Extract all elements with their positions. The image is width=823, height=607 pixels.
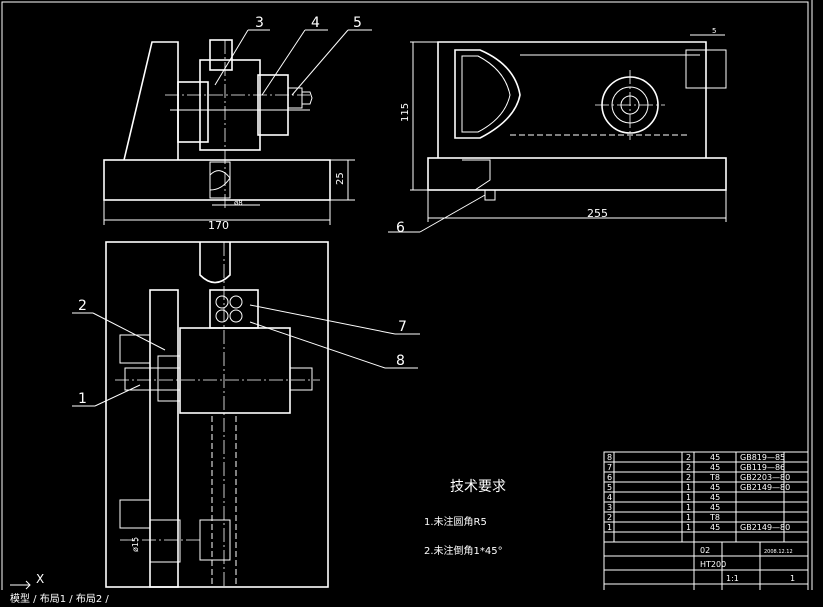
bom-r3-qty: 2: [686, 473, 691, 482]
bom-r7-no: 2: [607, 513, 612, 522]
callout-4: 4: [311, 15, 320, 31]
front-view: 25 170 ø8: [103, 39, 355, 232]
bom-r1-mat: 45: [710, 453, 720, 462]
bom-r4-mat: 45: [710, 483, 720, 492]
tb-scale: 1:1: [726, 574, 739, 583]
side-view: 5 115 255 6: [388, 27, 727, 236]
bom-r7-qty: 1: [686, 513, 691, 522]
tech-requirements: 技术要求 1.未注圆角R5 2.未注倒角1*45°: [424, 479, 506, 557]
layout-tabs-text[interactable]: 模型 / 布局1 / 布局2 /: [10, 594, 109, 605]
bom-r2-mat: 45: [710, 463, 720, 472]
tech-title: 技术要求: [450, 479, 506, 495]
bom-r2-qty: 2: [686, 463, 691, 472]
dim-phi15: ø15: [131, 537, 140, 552]
bom-r8-mat: 45: [710, 523, 720, 532]
bom-r4-qty: 1: [686, 483, 691, 492]
callout-2: 2: [78, 298, 87, 314]
bom-r4-std: GB2149—80: [740, 483, 790, 492]
bom-r8-std: GB2149—80: [740, 523, 790, 532]
bom-r1-no: 8: [607, 453, 612, 462]
bom-r1-std: GB819—85: [740, 453, 785, 462]
dim-25: 25: [335, 172, 346, 185]
dim-255: 255: [587, 207, 608, 220]
tb-quantity: 02: [700, 546, 710, 555]
dim-phi8: ø8: [234, 199, 243, 207]
bom-r5-no: 4: [607, 493, 612, 502]
callout-1: 1: [78, 391, 87, 407]
dim-170: 170: [208, 219, 229, 232]
tech-note-2: 2.未注倒角1*45°: [424, 544, 503, 557]
tb-sheets: 1: [790, 574, 795, 583]
bom-table: 8 2 45 GB819—85 7 2 45 GB119—86 6 2 T8 G…: [603, 451, 809, 601]
tb-date: 2008.12.12: [764, 549, 793, 555]
dim-5: 5: [712, 27, 716, 35]
callout-5: 5: [353, 15, 362, 31]
callout-3: 3: [255, 15, 264, 31]
tb-material: HT200: [700, 560, 726, 569]
callouts-top: 3 4 5: [214, 15, 372, 96]
bom-r2-no: 7: [607, 463, 612, 472]
bom-r6-mat: 45: [710, 503, 720, 512]
callout-8: 8: [396, 353, 405, 369]
ucs-icon: X: [10, 572, 44, 590]
bom-r8-no: 1: [607, 523, 612, 532]
dim-115: 115: [400, 103, 411, 122]
bom-r1-qty: 2: [686, 453, 691, 462]
bom-r7-mat: T8: [709, 513, 720, 522]
bom-r3-std: GB2203—80: [740, 473, 790, 482]
bom-r2-std: GB119—86: [740, 463, 785, 472]
callout-7: 7: [398, 319, 407, 335]
bom-r3-mat: T8: [709, 473, 720, 482]
layout-tabs-bar[interactable]: 模型 / 布局1 / 布局2 /: [0, 590, 823, 605]
bom-r6-qty: 1: [686, 503, 691, 512]
bom-r5-mat: 45: [710, 493, 720, 502]
callout-6: 6: [396, 220, 405, 236]
bom-r5-qty: 1: [686, 493, 691, 502]
bom-r8-qty: 1: [686, 523, 691, 532]
axis-x-label: X: [36, 572, 44, 586]
bom-r6-no: 3: [607, 503, 612, 512]
bom-r3-no: 6: [607, 473, 612, 482]
top-view: ø15 2 1 7 8: [72, 241, 420, 588]
bom-r4-no: 5: [607, 483, 612, 492]
tech-note-1: 1.未注圆角R5: [424, 515, 487, 528]
